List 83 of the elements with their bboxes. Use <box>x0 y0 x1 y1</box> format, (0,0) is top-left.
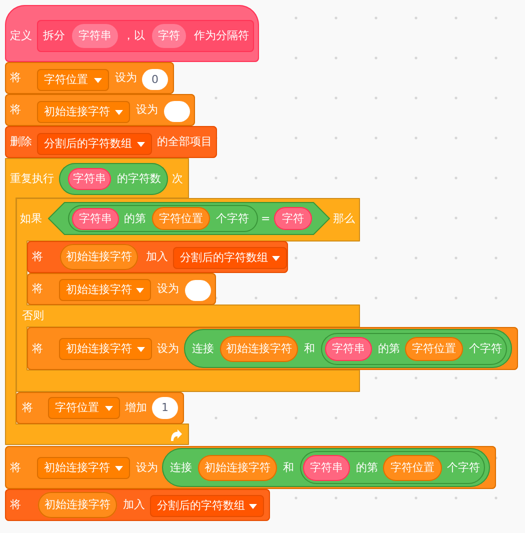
add-to-list-block <box>5 489 270 521</box>
change-variable-block <box>16 392 184 424</box>
block-text: 否则 <box>22 309 44 323</box>
set-variable-block <box>5 446 496 489</box>
block-text: 重复执行 <box>10 172 54 186</box>
block-text: 加入 <box>146 250 168 264</box>
block-text: 个字符 <box>447 460 480 474</box>
block-text: 的第 <box>356 460 378 474</box>
number-input: 1 <box>152 397 178 419</box>
block-text: 将 <box>32 342 43 356</box>
join-reporter <box>162 448 490 487</box>
block-text: 和 <box>304 342 315 356</box>
set-variable-block <box>27 273 216 305</box>
dropdown: 初始连接字符 <box>59 279 151 301</box>
block-text: 将 <box>32 282 43 296</box>
block-text: 作为分隔符 <box>194 29 249 43</box>
dropdown: 分割后的字符数组 <box>173 247 287 269</box>
argument-reporter: 字符串 <box>303 455 350 481</box>
block-text: 加入 <box>123 498 145 512</box>
custom-block <box>37 20 254 52</box>
letter-of-reporter <box>300 451 485 484</box>
block-text: 设为 <box>157 282 179 296</box>
text-input <box>164 101 190 122</box>
block-text: 拆分 <box>43 29 65 43</box>
set-variable-block <box>27 327 518 370</box>
define-hat-block <box>5 5 259 62</box>
block-text: 将 <box>22 401 33 415</box>
block-text: 连接 <box>170 460 192 474</box>
block-text: 个字符 <box>469 342 502 356</box>
equals-block <box>48 202 330 235</box>
delete-list-block <box>5 126 217 158</box>
block-text: 设为 <box>136 460 158 474</box>
block-text: 将 <box>10 460 21 474</box>
block-text: 的第 <box>378 342 400 356</box>
argument-reporter: 字符串 <box>72 208 119 230</box>
block-text: 将 <box>10 498 21 512</box>
dropdown: 初始连接字符 <box>37 457 130 479</box>
dropdown: 字符位置 <box>37 69 109 91</box>
dropdown: 分割后的字符数组 <box>150 495 264 517</box>
dropdown: 分割后的字符数组 <box>37 133 152 155</box>
number-input: 0 <box>142 69 168 90</box>
dropdown: 字符位置 <box>48 397 120 419</box>
block-text: 增加 <box>125 401 147 415</box>
block-text: 将 <box>32 250 43 264</box>
text-input <box>185 280 211 301</box>
variable-reporter: 初始连接字符 <box>220 336 298 362</box>
block-text: 删除 <box>10 135 32 149</box>
block-text: 设为 <box>157 342 179 356</box>
argument-reporter: 字符串 <box>68 168 111 190</box>
block-text: 连接 <box>192 342 214 356</box>
variable-reporter: 初始连接字符 <box>38 492 117 518</box>
dropdown: 初始连接字符 <box>59 338 152 360</box>
block-text: 那么 <box>333 212 355 226</box>
block-text: 将 <box>10 71 21 85</box>
argument-reporter: 字符 <box>152 24 186 48</box>
block-text: ，以 <box>123 29 145 43</box>
block-text: 定义 <box>10 29 32 43</box>
block-text: 的字符数 <box>117 172 161 186</box>
variable-reporter: 初始连接字符 <box>198 455 277 481</box>
variable-reporter: 初始连接字符 <box>60 244 138 270</box>
block-text: = <box>261 212 270 226</box>
block-text: 次 <box>172 172 183 186</box>
add-to-list-block <box>27 241 288 273</box>
length-reporter <box>59 163 168 195</box>
block-text: 设为 <box>115 71 137 85</box>
variable-reporter: 字符位置 <box>152 207 210 230</box>
letter-of-reporter <box>321 333 507 365</box>
block-text: 设为 <box>136 103 158 117</box>
block-text: 个字符 <box>216 212 249 226</box>
set-variable-block <box>5 94 195 126</box>
block-text: 将 <box>10 103 21 117</box>
set-variable-block <box>5 62 174 94</box>
block-text: 的第 <box>124 212 146 226</box>
variable-reporter: 字符位置 <box>383 455 442 481</box>
variable-reporter: 字符位置 <box>405 337 463 361</box>
block-text: 如果 <box>20 212 42 226</box>
letter-of-reporter <box>68 205 258 232</box>
join-reporter <box>184 329 512 368</box>
argument-reporter: 字符串 <box>325 337 372 361</box>
block-text: 的全部项目 <box>157 135 212 149</box>
dropdown: 初始连接字符 <box>37 101 130 123</box>
block-text: 和 <box>283 460 294 474</box>
argument-reporter: 字符串 <box>72 24 118 48</box>
